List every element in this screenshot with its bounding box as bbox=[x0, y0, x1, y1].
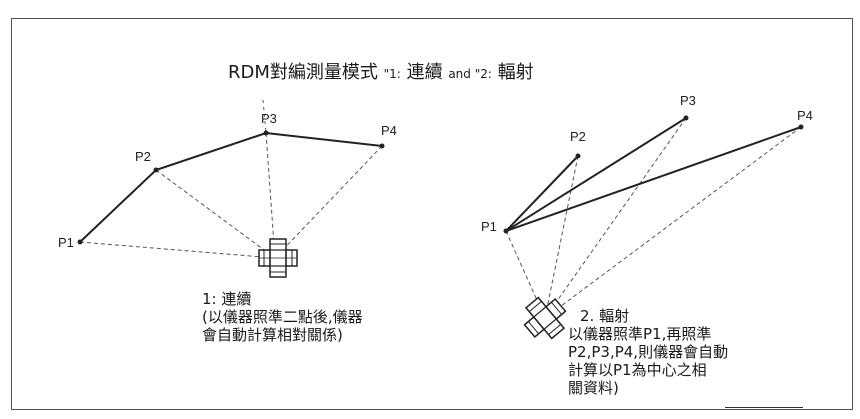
sight-line-p1 bbox=[79, 241, 276, 259]
radial-line-p3 bbox=[505, 117, 687, 232]
mode2-heading: 2. 輻射 bbox=[580, 307, 630, 325]
label-p3: P3 bbox=[261, 111, 277, 126]
title-mode2: 輻射 bbox=[497, 62, 534, 83]
mode2-line4: 關資料) bbox=[568, 379, 619, 397]
title-and: and "2: bbox=[448, 67, 492, 81]
total-station-icon bbox=[258, 238, 298, 278]
label-p4: P4 bbox=[381, 123, 397, 138]
mode1-heading: 1: 連續 bbox=[202, 290, 252, 308]
label-r-p3: P3 bbox=[680, 93, 696, 108]
caption-underline bbox=[725, 407, 803, 408]
mode1-caption: 1: 連續 (以儀器照準二點後,儀器 會自動計算相對關係) bbox=[202, 290, 363, 344]
sight-line-p4 bbox=[274, 145, 383, 259]
diagram-title: RDM對編測量模式 "1: 連續 and "2: 輻射 bbox=[228, 58, 534, 84]
mode2-line3: 計算以P1為中心之相 bbox=[568, 361, 707, 379]
mode1-line2: 會自動計算相對關係) bbox=[202, 326, 343, 344]
label-r-p2: P2 bbox=[570, 129, 586, 144]
mode1-figure: P1 P2 P3 P4 bbox=[58, 99, 397, 278]
mode2-line1: 以儀器照準P1,再照準 bbox=[568, 325, 712, 343]
sight-line-r-p3 bbox=[544, 117, 687, 319]
title-q1: "1: bbox=[383, 67, 401, 81]
label-r-p4: P4 bbox=[797, 108, 813, 123]
mode1-line1: (以儀器照準二點後,儀器 bbox=[202, 308, 363, 326]
sight-line-top bbox=[262, 99, 267, 134]
label-p1: P1 bbox=[58, 235, 74, 250]
point-r-p4 bbox=[798, 124, 804, 130]
label-p2: P2 bbox=[135, 149, 151, 164]
sight-line-r-p4 bbox=[544, 126, 802, 319]
point-r-p3 bbox=[683, 115, 689, 121]
title-mode1: 連續 bbox=[406, 62, 443, 83]
diagram-frame bbox=[11, 18, 853, 410]
point-r-p1 bbox=[503, 228, 509, 234]
label-r-p1: P1 bbox=[481, 219, 497, 234]
title-main: RDM對編測量模式 bbox=[228, 62, 378, 83]
sight-line-r-p2 bbox=[544, 155, 579, 319]
mode2-line2: P2,P3,P4,則儀器會自動 bbox=[568, 343, 729, 361]
radial-line-p4 bbox=[505, 126, 802, 232]
traverse-line bbox=[79, 131, 383, 243]
point-p1 bbox=[77, 239, 83, 245]
mode2-figure: P1 P2 P3 P4 bbox=[481, 93, 813, 340]
sight-line-p2 bbox=[155, 169, 276, 259]
point-p4 bbox=[379, 143, 385, 149]
mode2-caption: 2. 輻射 以儀器照準P1,再照準 P2,P3,P4,則儀器會自動 計算以P1為… bbox=[568, 307, 728, 397]
point-p3 bbox=[263, 130, 269, 136]
radial-line-p2 bbox=[505, 155, 579, 232]
point-r-p2 bbox=[575, 153, 581, 159]
total-station-icon bbox=[523, 296, 567, 340]
point-p2 bbox=[153, 167, 159, 173]
